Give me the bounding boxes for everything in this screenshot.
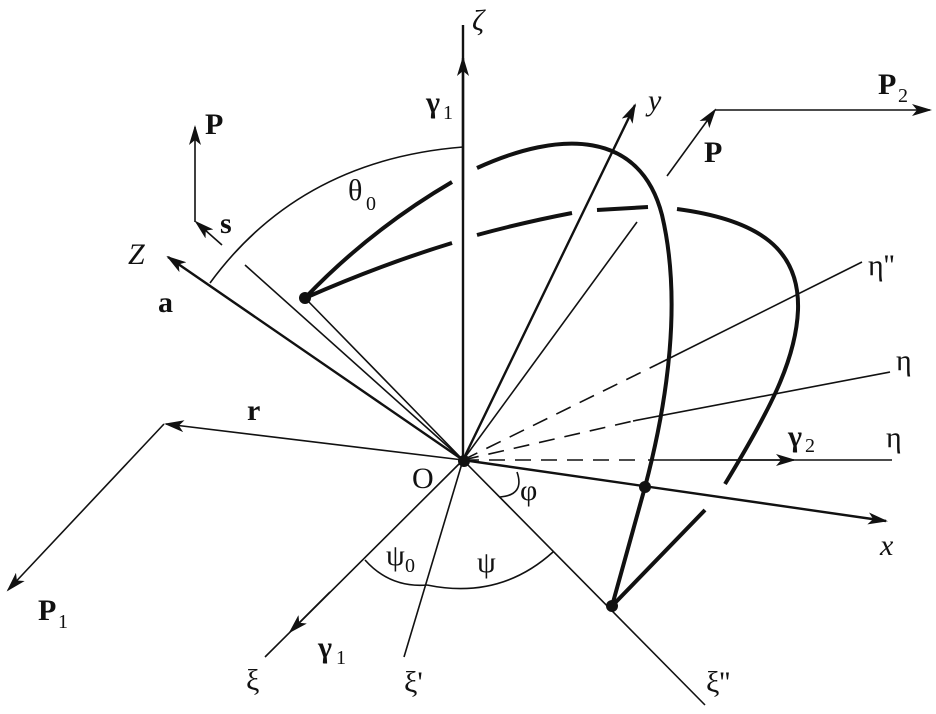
label-psi0: ψ — [386, 539, 405, 572]
label-xi: ξ — [246, 664, 259, 697]
label-O: O — [412, 462, 434, 495]
label-psi: ψ — [477, 546, 496, 579]
Z-axis — [166, 255, 464, 461]
label-gamma1-bottom-sub: 1 — [336, 647, 346, 669]
P-right-arrow — [666, 108, 717, 177]
label-x: x — [879, 529, 894, 562]
label-gamma2-sub: 2 — [805, 435, 815, 457]
label-P-top-left: P — [205, 108, 223, 141]
outer-curve — [303, 141, 674, 607]
origin-point — [458, 455, 470, 467]
label-r: r — [247, 394, 260, 427]
Z-parallel-line — [244, 264, 464, 461]
label-P1-sub: 1 — [58, 611, 68, 633]
phi-arc — [499, 471, 520, 498]
label-xi-prime: ξ' — [404, 666, 423, 699]
eta-line-dashed — [462, 420, 634, 461]
inner-line — [462, 221, 638, 461]
xi-gamma1-arrow — [288, 591, 331, 634]
label-phi: φ — [520, 474, 537, 507]
label-eta-mid: η — [896, 344, 912, 377]
xi-prime-axis — [403, 459, 464, 658]
label-theta0: θ — [348, 174, 362, 207]
label-zeta: ζ — [472, 4, 486, 37]
label-P1: P — [38, 594, 56, 627]
label-gamma2: γ — [787, 420, 802, 453]
x-axis-point — [639, 481, 651, 493]
label-psi0-sub: 0 — [405, 555, 415, 577]
label-gamma1-top: γ — [425, 86, 440, 119]
apex-point — [299, 292, 311, 304]
label-eta-dd: η'' — [868, 249, 895, 282]
x-axis — [462, 458, 888, 525]
xi-double-prime-axis — [462, 459, 706, 706]
label-P2: P — [878, 68, 896, 101]
label-a: a — [158, 286, 173, 319]
label-xi-dd: ξ'' — [706, 666, 730, 699]
label-y: y — [645, 84, 662, 117]
label-P-right: P — [704, 136, 722, 169]
inner-curve — [304, 205, 801, 608]
label-s: s — [220, 207, 232, 240]
label-P2-sub: 2 — [898, 85, 908, 107]
xi-dd-point — [606, 600, 618, 612]
r-vector — [164, 420, 464, 461]
psi0-arc — [364, 559, 428, 587]
theta0-arc — [209, 146, 464, 284]
eta-dd-line-dashed — [462, 363, 659, 461]
label-theta0-sub: 0 — [366, 193, 376, 215]
label-Z: Z — [128, 238, 145, 271]
s-arrow — [194, 220, 223, 246]
label-gamma1-bottom: γ — [317, 631, 332, 664]
label-eta: η — [886, 421, 902, 454]
eta-dd-line — [657, 261, 863, 365]
apex-line — [304, 297, 464, 461]
y-axis — [461, 103, 637, 461]
label-gamma1-top-sub: 1 — [443, 102, 453, 124]
psi-arc — [426, 551, 554, 590]
eta-line — [632, 371, 891, 422]
P1-vector — [6, 423, 165, 592]
